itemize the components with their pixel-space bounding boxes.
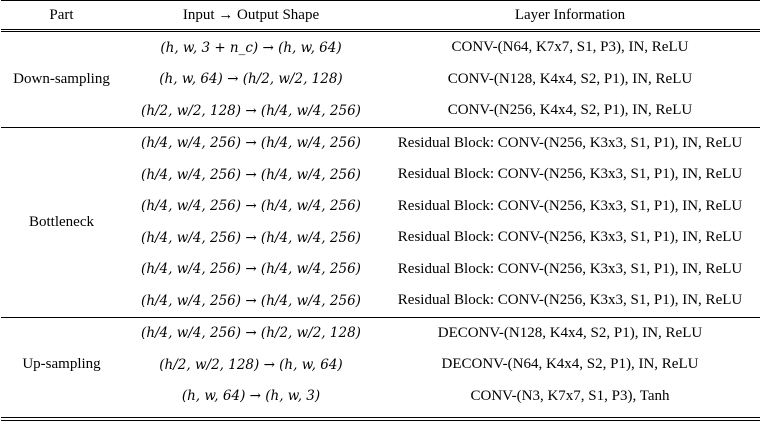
layer-info-cell: Residual Block: CONV-(N256, K3x3, S1, P1… bbox=[397, 260, 743, 277]
table-row: (h/4, w/4, 256) → (h/4, w/4, 256) Residua… bbox=[1, 159, 760, 191]
table-bottom-rule bbox=[1, 417, 760, 421]
table-row: Bottleneck(h/4, w/4, 256) → (h/4, w/4, 2… bbox=[1, 126, 760, 317]
table-row: (h/2, w/2, 128) → (h/4, w/4, 256) CONV-(N… bbox=[1, 95, 760, 127]
table-row: (h/4, w/4, 256) → (h/4, w/4, 256) Residua… bbox=[1, 191, 760, 223]
table-row: (h/4, w/4, 256) → (h/4, w/4, 256) Residua… bbox=[1, 285, 760, 317]
table-row: Down-sampling(h, w, 3 + n_c) → (h, w, 64… bbox=[1, 29, 760, 127]
table-header-row: Part Input → Output Shape Layer Informat… bbox=[1, 2, 760, 31]
layer-info-cell: CONV-(N128, K4x4, S2, P1), IN, ReLU bbox=[447, 70, 693, 87]
shape-cell: (h/4, w/4, 256) → (h/4, w/4, 256) bbox=[141, 166, 361, 183]
shape-cell: (h/4, w/4, 256) → (h/4, w/4, 256) bbox=[141, 229, 361, 246]
table-row: Up-sampling(h/4, w/4, 256) → (h/2, w/2, … bbox=[1, 316, 760, 412]
shape-cell: (h, w, 3 + n_c) → (h, w, 64) bbox=[122, 29, 380, 64]
header-shape: Input → Output Shape bbox=[122, 2, 380, 31]
shape-cell: (h/4, w/4, 256) → (h/4, w/4, 256) bbox=[141, 261, 361, 278]
shape-cell: (h/2, w/2, 128) → (h/4, w/4, 256) bbox=[141, 102, 361, 119]
layer-info-cell: CONV-(N64, K7x7, S1, P3), IN, ReLU bbox=[380, 29, 760, 64]
layer-info-cell: Residual Block: CONV-(N256, K3x3, S1, P1… bbox=[397, 229, 743, 246]
layer-info-cell: Residual Block: CONV-(N256, K3x3, S1, P1… bbox=[397, 197, 743, 214]
table-row: (h/2, w/2, 128) → (h, w, 64) DECONV-(N64,… bbox=[1, 349, 760, 381]
header-layer-info: Layer Information bbox=[380, 2, 760, 31]
layer-info-cell: CONV-(N3, K7x7, S1, P3), Tanh bbox=[470, 387, 670, 404]
shape-cell: (h/4, w/4, 256) → (h/2, w/2, 128) bbox=[122, 316, 380, 349]
part-cell: Bottleneck bbox=[1, 126, 122, 317]
table-row: (h, w, 64) → (h, w, 3) CONV-(N3, K7x7, S1… bbox=[1, 381, 760, 413]
shape-cell: (h, w, 64) → (h, w, 3) bbox=[181, 388, 321, 405]
table-body: Down-sampling(h, w, 3 + n_c) → (h, w, 64… bbox=[1, 29, 760, 413]
part-cell: Down-sampling bbox=[1, 29, 122, 127]
table-row: (h/4, w/4, 256) → (h/4, w/4, 256) Residua… bbox=[1, 254, 760, 286]
shape-cell: (h/2, w/2, 128) → (h, w, 64) bbox=[159, 356, 343, 373]
table-row: (h, w, 64) → (h/2, w/2, 128) CONV-(N128, … bbox=[1, 64, 760, 96]
table-row: (h/4, w/4, 256) → (h/4, w/4, 256) Residua… bbox=[1, 222, 760, 254]
layer-info-cell: DECONV-(N128, K4x4, S2, P1), IN, ReLU bbox=[380, 316, 760, 349]
shape-cell: (h, w, 64) → (h/2, w/2, 128) bbox=[159, 71, 343, 88]
layer-info-cell: CONV-(N256, K4x4, S2, P1), IN, ReLU bbox=[447, 102, 693, 119]
header-part: Part bbox=[1, 2, 122, 31]
part-cell: Up-sampling bbox=[1, 316, 122, 412]
layer-info-cell: DECONV-(N64, K4x4, S2, P1), IN, ReLU bbox=[441, 356, 699, 373]
shape-cell: (h/4, w/4, 256) → (h/4, w/4, 256) bbox=[141, 198, 361, 215]
layer-info-cell: Residual Block: CONV-(N256, K3x3, S1, P1… bbox=[380, 126, 760, 159]
layer-info-cell: Residual Block: CONV-(N256, K3x3, S1, P1… bbox=[397, 166, 743, 183]
shape-cell: (h/4, w/4, 256) → (h/4, w/4, 256) bbox=[141, 292, 361, 309]
table-top-rule bbox=[1, 0, 760, 1]
layer-info-cell: Residual Block: CONV-(N256, K3x3, S1, P1… bbox=[397, 292, 743, 309]
architecture-table: Part Input → Output Shape Layer Informat… bbox=[1, 2, 760, 412]
shape-cell: (h/4, w/4, 256) → (h/4, w/4, 256) bbox=[122, 126, 380, 159]
